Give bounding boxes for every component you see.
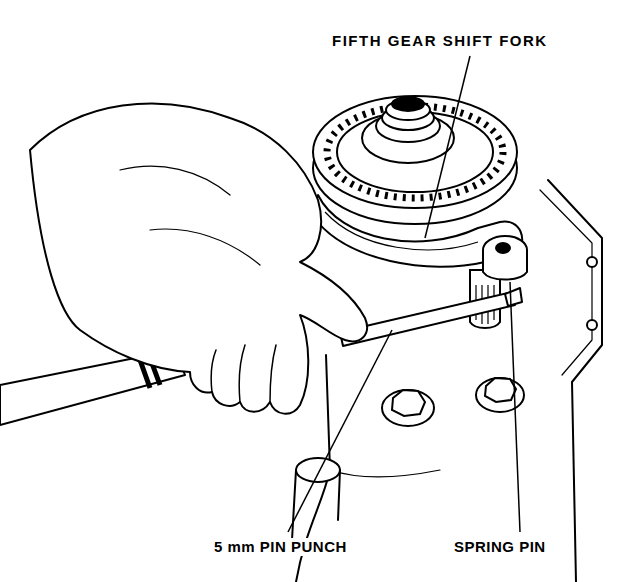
fifth-gear (392, 97, 424, 111)
transmission-case (292, 180, 602, 582)
transmission-case (548, 180, 602, 582)
transmission-case (292, 470, 340, 540)
leader-line (288, 330, 392, 532)
hex-bolt (392, 390, 425, 416)
hex-bolt (382, 378, 524, 426)
transmission-case (587, 257, 597, 267)
fifth-gear (313, 96, 517, 208)
shift-fork (496, 243, 510, 253)
hex-bolt (476, 378, 524, 412)
part-label: SPRING PIN (452, 538, 548, 556)
transmission-case (540, 190, 592, 375)
hex-bolt (485, 378, 516, 402)
hand (30, 104, 367, 414)
hex-bolt (382, 390, 434, 426)
tool-label: 5 mm PIN PUNCH (212, 538, 349, 556)
leader-line (288, 56, 520, 532)
transmission-case (587, 320, 597, 330)
leader-line (425, 56, 470, 238)
transmission-case (330, 470, 440, 477)
shift-fork (483, 250, 527, 280)
fifth-gear (313, 96, 517, 224)
pin-punch (505, 288, 522, 306)
leader-line (510, 282, 520, 532)
hand (30, 104, 367, 414)
shift-fork (312, 195, 527, 280)
hand (120, 166, 260, 265)
hand (211, 345, 276, 402)
part-label: FIFTH GEAR SHIFT FORK (330, 32, 550, 50)
transmission-case (296, 458, 340, 482)
pin-punch (340, 288, 522, 346)
shift-fork (325, 212, 478, 250)
